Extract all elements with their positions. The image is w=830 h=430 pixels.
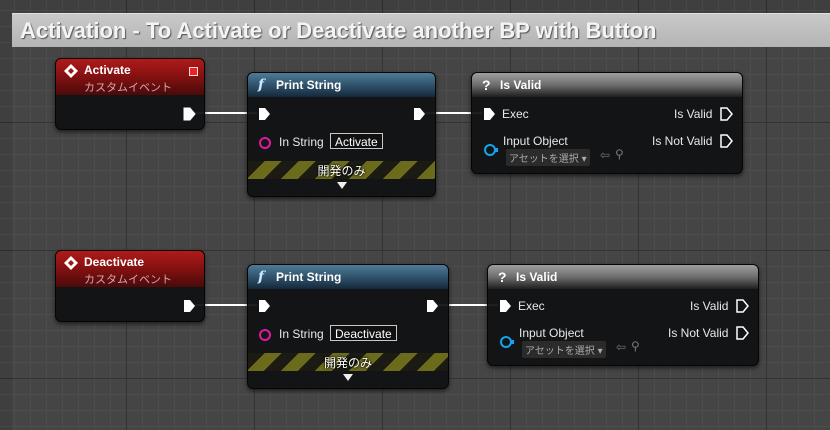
custom-event-node-deactivate[interactable]: Deactivate カスタムイベント (55, 250, 205, 322)
development-only-bar (248, 353, 448, 371)
print-string-node-activate[interactable]: f Print String In String Activate 開発のみ (247, 72, 436, 197)
is-valid-node-deactivate[interactable]: ? Is Valid Exec Is Valid Input Object アセ… (487, 264, 759, 366)
exec-in-pin[interactable] (258, 299, 271, 313)
exec-in-pin[interactable] (499, 299, 512, 313)
function-node-header: f Print String (248, 73, 435, 97)
function-node-header: f Print String (248, 265, 448, 289)
event-subtitle: カスタムイベント (84, 82, 172, 94)
print-string-node-deactivate[interactable]: f Print String In String Deactivate 開発のみ (247, 264, 449, 389)
asset-select-label: アセットを選択 (509, 154, 579, 165)
is-not-valid-exec-out-pin[interactable] (720, 134, 733, 148)
exec-out-pin[interactable] (413, 107, 426, 121)
string-pin-icon[interactable] (259, 137, 271, 149)
exec-in-pin[interactable] (483, 107, 496, 121)
is-valid-exec-out-pin[interactable] (736, 299, 749, 313)
expand-arrow-icon[interactable] (343, 374, 353, 381)
is-valid-node-activate[interactable]: ? Is Valid Exec Is Valid Input Object アセ… (471, 72, 743, 174)
is-not-valid-label: Is Not Valid (668, 326, 729, 340)
event-subtitle: カスタムイベント (84, 274, 172, 286)
macro-node-header: ? Is Valid (488, 265, 758, 289)
expand-arrow-icon[interactable] (336, 182, 347, 189)
input-object-label: Input Object (519, 326, 584, 340)
function-f-icon: f (258, 269, 265, 285)
input-object-label: Input Object (503, 134, 568, 148)
exec-label: Exec (502, 107, 529, 121)
exec-label: Exec (518, 299, 545, 313)
browse-search-icon[interactable]: ⚲ (615, 147, 624, 161)
event-diamond-icon (64, 64, 78, 78)
in-string-label: In String (279, 135, 324, 149)
object-pin-icon[interactable] (500, 336, 514, 348)
exec-in-pin[interactable] (258, 107, 271, 121)
dropdown-arrow-icon: ▾ (581, 154, 587, 165)
exec-out-pin[interactable] (183, 107, 196, 121)
comment-box-header[interactable]: Activation - To Activate or Deactivate a… (12, 13, 830, 47)
node-title: Is Valid (516, 270, 558, 284)
is-not-valid-label: Is Not Valid (652, 134, 713, 148)
event-node-header: Activate カスタムイベント (56, 59, 204, 95)
development-only-label: 開発のみ (323, 356, 372, 370)
exec-out-pin[interactable] (426, 299, 439, 313)
event-node-header: Deactivate カスタムイベント (56, 251, 204, 287)
is-not-valid-exec-out-pin[interactable] (736, 326, 749, 340)
string-pin-icon[interactable] (259, 329, 271, 341)
node-title: Print String (276, 270, 342, 284)
event-title: Activate (84, 63, 131, 77)
is-valid-exec-out-pin[interactable] (720, 107, 733, 121)
node-title: Is Valid (500, 78, 542, 92)
asset-select-dropdown[interactable]: アセットを選択 ▾ (506, 149, 590, 166)
delegate-pin[interactable] (189, 67, 198, 76)
development-only-bar (248, 161, 435, 179)
question-icon: ? (482, 77, 491, 93)
macro-node-header: ? Is Valid (472, 73, 742, 97)
use-selected-arrow-icon[interactable]: ⇦ (600, 148, 611, 162)
comment-title: Activation - To Activate or Deactivate a… (20, 18, 657, 43)
asset-select-label: アセットを選択 (525, 346, 595, 357)
custom-event-node-activate[interactable]: Activate カスタムイベント (55, 58, 205, 130)
event-diamond-icon (64, 256, 78, 270)
is-valid-label: Is Valid (690, 299, 729, 313)
node-title: Print String (276, 78, 342, 92)
function-f-icon: f (258, 77, 265, 93)
browse-search-icon[interactable]: ⚲ (631, 339, 640, 353)
asset-select-dropdown[interactable]: アセットを選択 ▾ (522, 341, 606, 358)
in-string-label: In String (279, 327, 324, 341)
use-selected-arrow-icon[interactable]: ⇦ (616, 340, 627, 354)
object-pin-icon[interactable] (484, 144, 498, 156)
in-string-input[interactable]: Activate (330, 133, 383, 149)
in-string-input[interactable]: Deactivate (330, 325, 397, 341)
dropdown-arrow-icon: ▾ (597, 346, 603, 357)
event-title: Deactivate (84, 255, 145, 269)
development-only-label: 開発のみ (317, 164, 366, 178)
question-icon: ? (498, 269, 507, 285)
exec-out-pin[interactable] (183, 299, 196, 313)
is-valid-label: Is Valid (674, 107, 713, 121)
